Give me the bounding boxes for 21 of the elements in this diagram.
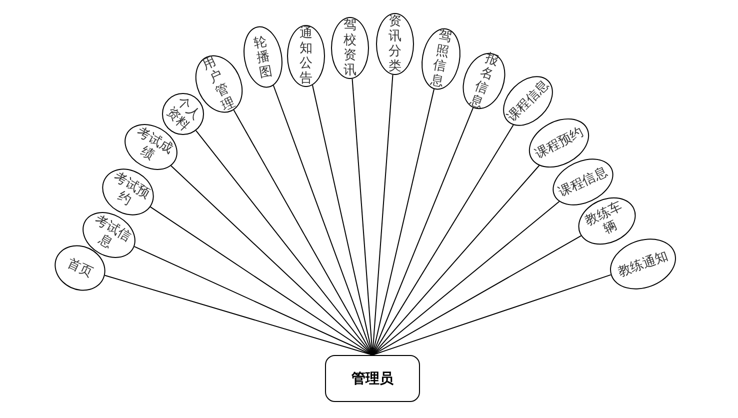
connector-line — [372, 124, 514, 356]
connector-line — [150, 206, 373, 356]
connector-line — [372, 235, 582, 356]
attribute-ellipse: 驾校资讯 — [331, 17, 369, 79]
attribute-ellipse: 通知公告 — [287, 25, 325, 87]
connector-line — [372, 88, 435, 356]
attribute-ellipse: 资讯分类 — [376, 13, 414, 75]
connector-line — [372, 201, 560, 356]
connector-line — [134, 246, 373, 356]
connector-line — [104, 274, 373, 356]
entity-box: 管理员 — [325, 355, 420, 402]
connector-line — [372, 107, 474, 356]
connector-line — [372, 74, 394, 356]
connector-line — [233, 110, 373, 356]
connector-line — [312, 84, 373, 356]
connector-line — [372, 165, 540, 356]
connector-line — [372, 274, 612, 356]
attribute-ellipse: 个人资料 — [162, 93, 204, 135]
connector-line — [170, 165, 373, 356]
connector-line — [195, 130, 373, 356]
connector-line — [272, 84, 373, 356]
